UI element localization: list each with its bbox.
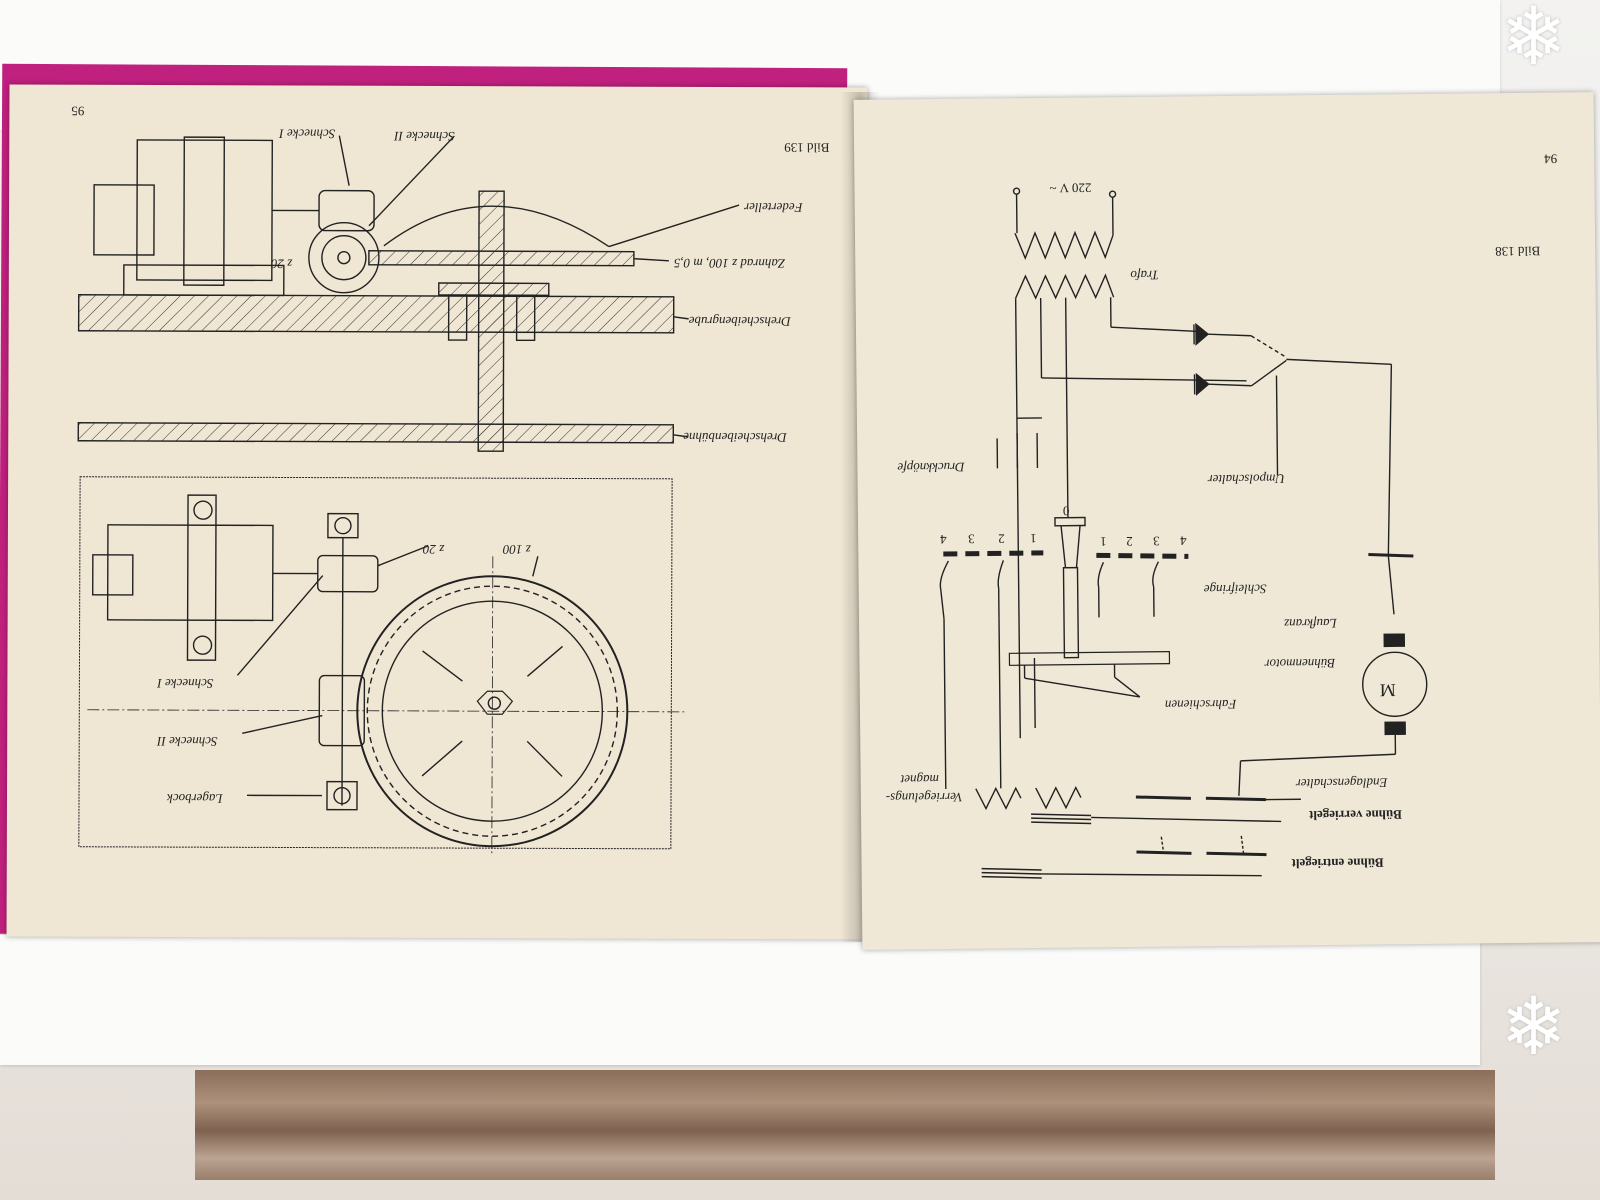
snowflake-icon: ❄ <box>1500 0 1568 82</box>
wood-strip <box>195 1070 1495 1180</box>
book-page-right: 94 Bild 138 220 V ~ Trafo Druckknöpfe Um… <box>853 92 1600 950</box>
snowflake-icon: ❄ <box>1500 984 1568 1072</box>
paper-sheet-bottom <box>0 935 1480 1065</box>
mechanical-drawing <box>77 135 740 857</box>
book-page-left: 95 Bild 139 Schnecke I Schnecke II Feder… <box>6 84 868 940</box>
circuit-diagram <box>939 187 1428 879</box>
